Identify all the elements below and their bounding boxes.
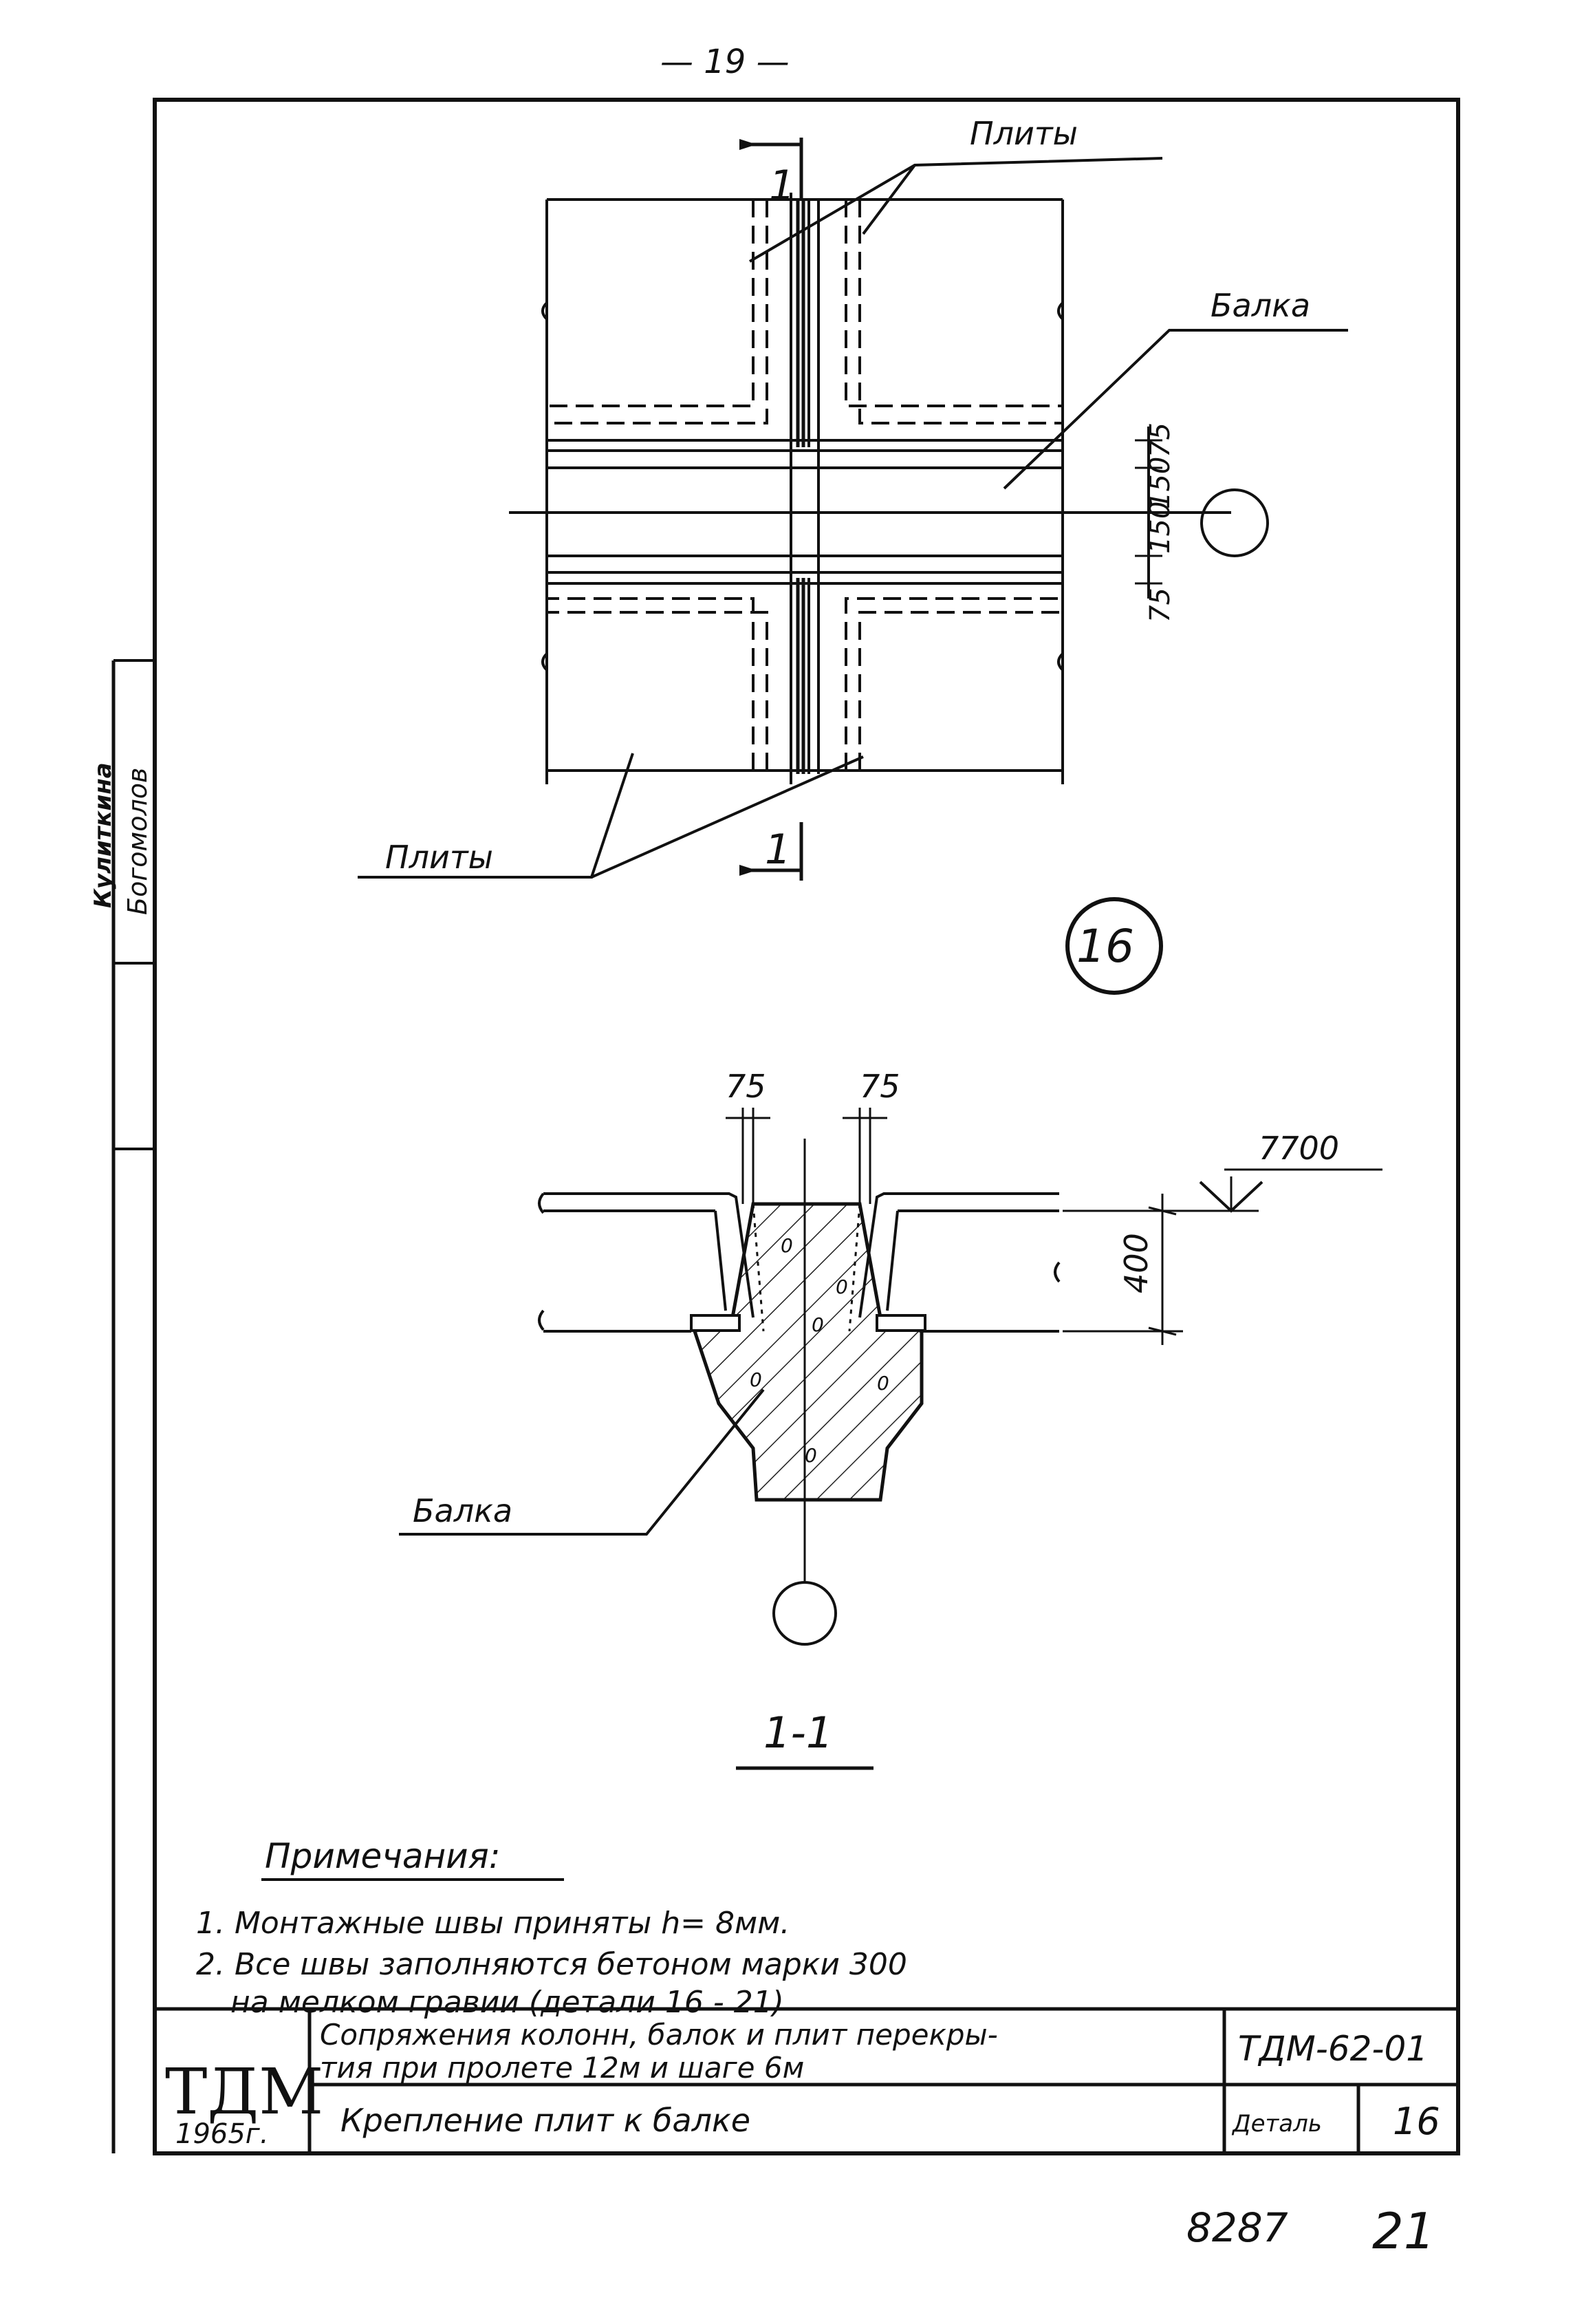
section-mark-bottom: 1	[765, 826, 791, 874]
org-logo-text: ТДМ	[165, 2055, 323, 2129]
elevation-label: 7700	[1259, 1130, 1339, 1167]
page-number: — 19 —	[660, 43, 790, 81]
note-line-3: на мелком гравии (детали 16 - 21)	[230, 1985, 784, 2020]
weld-mark-2: 0	[812, 1313, 824, 1336]
plan-view	[358, 138, 1348, 881]
weld-mark-3: 0	[750, 1368, 762, 1391]
detail-number-circle	[1065, 897, 1163, 995]
weld-mark-1: 0	[781, 1234, 793, 1257]
dim-plan-2: 150	[1144, 457, 1176, 509]
sheet-title: Крепление плит к балке	[340, 2102, 750, 2139]
section-view	[399, 1108, 1382, 1646]
label-plates-top: Плиты	[970, 115, 1078, 152]
side-stamp	[113, 659, 155, 1150]
doc-code: ТДМ-62-01	[1238, 2029, 1428, 2069]
title-block	[155, 2007, 1458, 2153]
detail-number: 16	[1076, 920, 1134, 973]
weld-mark-5: 0	[805, 1444, 817, 1467]
detail-value: 16	[1393, 2100, 1440, 2143]
section-title: 1-1	[763, 1708, 833, 1758]
side-stamp-name-1: Богомолов	[122, 767, 153, 915]
notes-heading: Примечания:	[265, 1836, 501, 1876]
project-title-line1: Сопряжения колонн, балок и плит перекры-	[320, 2018, 998, 2052]
note-line-2: 2. Все швы заполняются бетоном марки 300	[196, 1947, 907, 1982]
side-stamp-name-2: Кулиткина	[89, 762, 117, 908]
dim-section-left: 75	[726, 1068, 766, 1105]
dim-plan-3: 150	[1144, 502, 1176, 554]
weld-mark-6: 0	[836, 1276, 848, 1298]
label-plates-bottom: Плиты	[385, 839, 493, 876]
weld-mark-4: 0	[877, 1372, 889, 1395]
sheet-number: 21	[1372, 2202, 1435, 2260]
project-title-line2: тия при пролете 12м и шаге 6м	[320, 2051, 804, 2085]
note-line-1: 1. Монтажные швы приняты h= 8мм.	[196, 1906, 790, 1941]
dim-plan-4: 75	[1144, 588, 1176, 623]
section-mark-top: 1	[769, 162, 795, 210]
dim-plan-1: 75	[1144, 422, 1176, 458]
label-beam-section: Балка	[413, 1492, 512, 1529]
year-label: 1965г.	[175, 2118, 269, 2150]
detail-label: Деталь	[1231, 2110, 1322, 2138]
axis-marker-plan	[1200, 488, 1269, 557]
dim-section-right: 75	[860, 1068, 900, 1105]
label-beam-plan: Балка	[1211, 287, 1310, 324]
sheet-frame	[153, 98, 1460, 2155]
inventory-number: 8287	[1186, 2204, 1288, 2251]
height-label: 400	[1118, 1233, 1155, 1293]
axis-marker-section	[772, 1581, 837, 1646]
